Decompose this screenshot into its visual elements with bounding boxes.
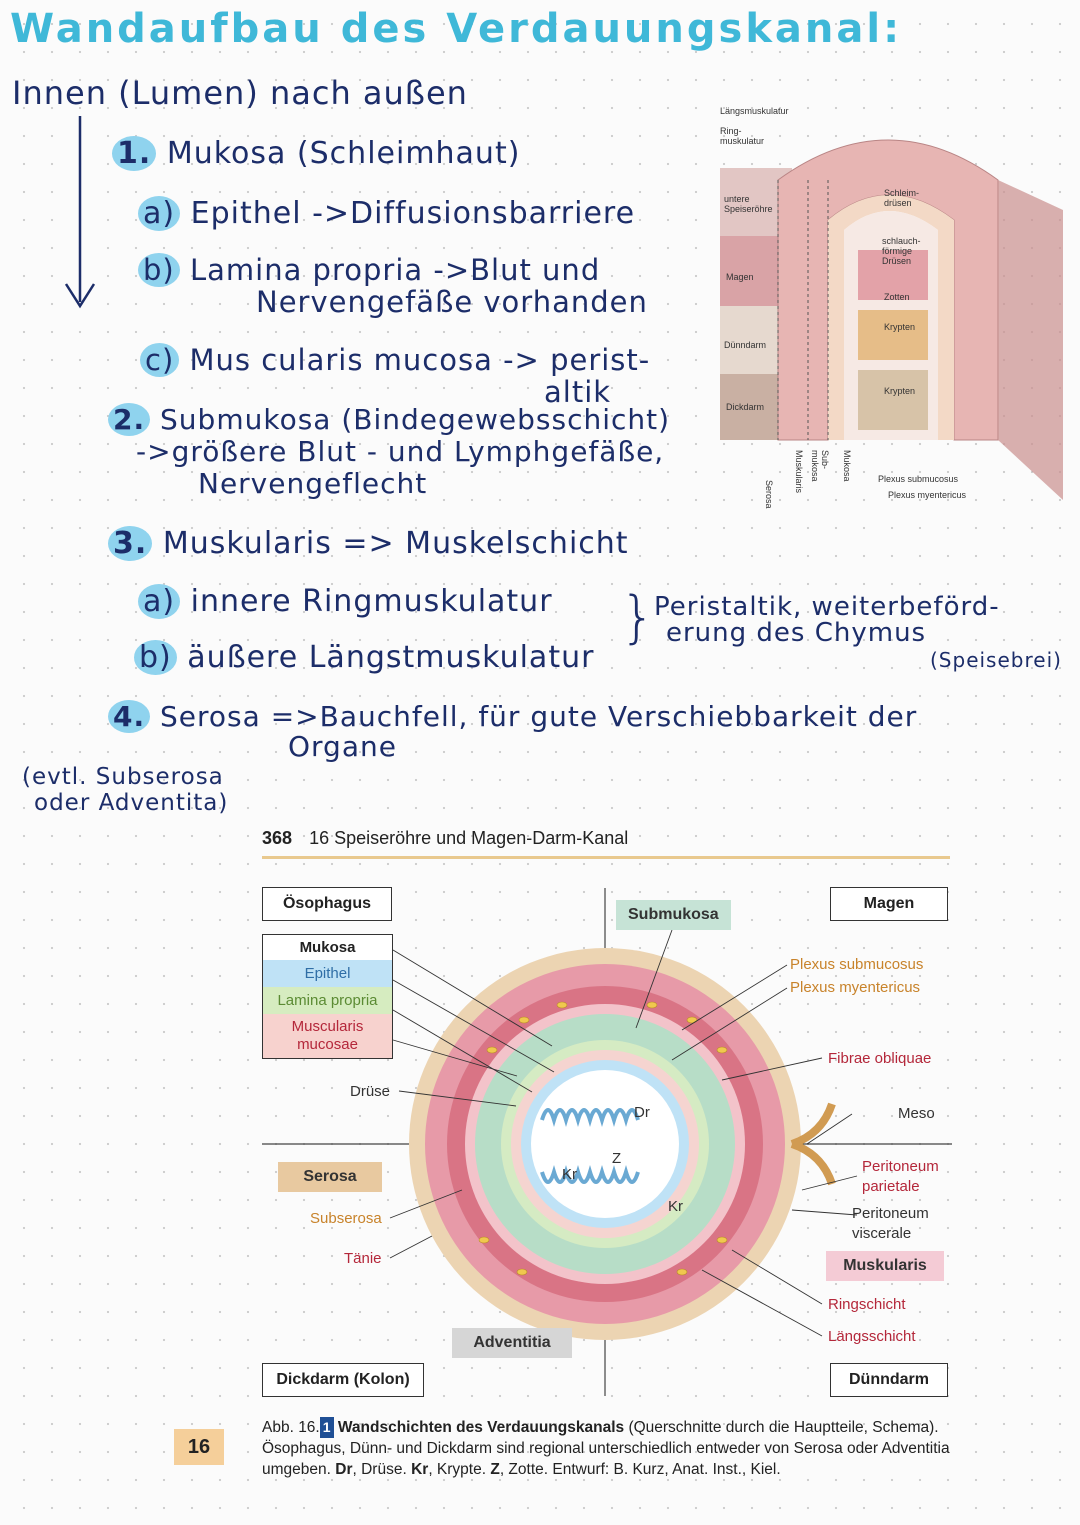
item-mukosa: 1. Mukosa (Schleimhaut) xyxy=(112,136,520,171)
quadrant-oesophagus: Ösophagus xyxy=(262,887,392,921)
label-krypten-2: Krypten xyxy=(884,386,916,396)
label-taenie: Tänie xyxy=(344,1250,382,1267)
label-krypten-1: Krypten xyxy=(884,322,916,332)
item-muskularis: 3. Muskularis => Muskelschicht xyxy=(108,526,629,561)
quadrant-magen: Magen xyxy=(830,887,948,921)
label-duenndarm: Dünndarm xyxy=(724,340,767,350)
title-highlight: Wandaufbau des Verdauungskanal: xyxy=(10,6,903,52)
label-dr: Dr xyxy=(634,1104,650,1121)
label-zotten: Zotten xyxy=(884,292,910,302)
quadrant-duenndarm: Dünndarm xyxy=(830,1363,948,1397)
label-mukosa-vertical: Mukosa xyxy=(842,450,852,482)
mukosa-legend: Mukosa Epithel Lamina propria Muscularis… xyxy=(262,934,393,1059)
item-submukosa: 2. Submukosa (Bindegewebsschicht) ->größ… xyxy=(108,403,670,500)
label-plexus-submucosus: Plexus submucosus xyxy=(878,474,959,484)
legend-epithel: Epithel xyxy=(263,960,392,987)
tube-illustration xyxy=(720,139,1063,500)
label-dickdarm: Dickdarm xyxy=(726,402,765,412)
book-header: 368 16 Speiseröhre und Magen-Darm-Kanal xyxy=(262,828,628,849)
label-laengsschicht: Längsschicht xyxy=(828,1328,916,1345)
page-number: 368 xyxy=(262,828,293,848)
item-epithel: a) Epithel ->Diffusionsbarriere xyxy=(138,196,635,231)
label-serosa-vertical: Serosa xyxy=(764,480,774,509)
label-ringmuskulatur: Ring- muskulatur xyxy=(720,126,765,146)
item-laengsmuskulatur: b) äußere Längstmuskulatur xyxy=(134,640,594,675)
label-submukosa: Submukosa xyxy=(616,900,731,930)
label-submukosa-vertical: Sub- mukosa xyxy=(810,450,830,482)
item-subserosa-note: (evtl. Subserosa oder Adventita) xyxy=(22,764,229,816)
label-druese: Drüse xyxy=(350,1083,391,1100)
header-rule xyxy=(262,856,950,859)
label-speiseroehre: untere Speiseröhre xyxy=(724,194,773,214)
label-laengsmuskulatur: Längsmuskulatur xyxy=(720,106,789,116)
label-adventitia: Adventitia xyxy=(452,1328,572,1358)
item-muscularis-mucosa: c) Mus cularis mucosa -> perist- altik xyxy=(140,343,650,408)
item-peristaltik-note: Peristaltik, weiterbeförd- erung des Chy… xyxy=(654,592,1062,672)
figure-number: 1 xyxy=(319,1417,334,1438)
label-kr-2: Kr xyxy=(668,1198,683,1215)
chapter-tab: 16 xyxy=(174,1429,224,1465)
label-plexus-myentericus: Plexus myentericus xyxy=(790,979,921,996)
label-plexus-submucosus: Plexus submucosus xyxy=(790,956,924,973)
chapter-title: 16 Speiseröhre und Magen-Darm-Kanal xyxy=(309,828,629,848)
label-schlauchdruesen: schlauch- förmige Drüsen xyxy=(882,236,921,266)
label-plexus-myentericus: Plexus myentericus xyxy=(888,490,967,500)
direction-label: Innen (Lumen) nach außen xyxy=(12,74,468,112)
label-z: Z xyxy=(612,1150,622,1167)
label-magen: Magen xyxy=(726,272,754,282)
label-fibrae-obliquae: Fibrae obliquae xyxy=(828,1050,932,1067)
label-muskularis-vertical: Muskularis xyxy=(794,450,804,494)
label-ringschicht: Ringschicht xyxy=(828,1296,906,1313)
down-arrow-icon xyxy=(64,116,96,309)
label-subserosa: Subserosa xyxy=(310,1210,382,1227)
legend-lamina: Lamina propria xyxy=(263,987,392,1014)
tube-diagram: Längsmuskulatur Ring- muskulatur untere … xyxy=(718,100,1070,510)
label-kr-1: Kr xyxy=(562,1166,577,1183)
label-serosa: Serosa xyxy=(278,1162,382,1192)
label-schleimdruesen: Schleim- drüsen xyxy=(884,188,920,208)
label-meso: Meso xyxy=(898,1105,935,1122)
item-serosa: 4. Serosa =>Bauchfell, für gute Verschie… xyxy=(108,700,917,762)
figure-caption: Abb. 16.1 Wandschichten des Verdauungska… xyxy=(262,1417,950,1478)
brace-icon: } xyxy=(620,585,657,650)
item-lamina: b) Lamina propria ->Blut und Nervengefäß… xyxy=(138,253,648,318)
quadrant-dickdarm: Dickdarm (Kolon) xyxy=(262,1363,424,1397)
label-muskularis: Muskularis xyxy=(826,1251,944,1281)
item-ringmuskulatur: a) innere Ringmuskulatur xyxy=(138,584,553,619)
cross-section-diagram xyxy=(262,888,952,1396)
legend-mukosa: Mukosa xyxy=(263,935,392,960)
